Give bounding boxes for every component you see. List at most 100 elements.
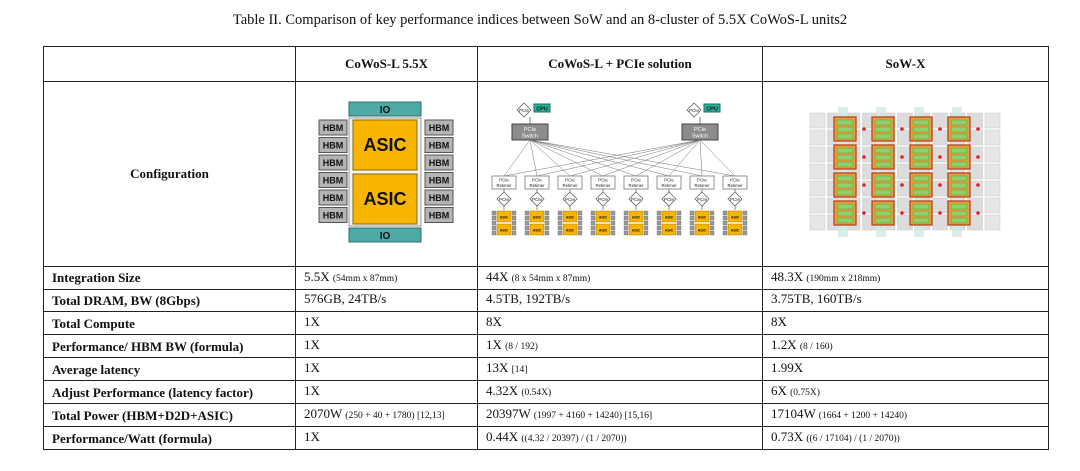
marker-dot <box>975 211 980 216</box>
table-caption: Table II. Comparison of key performance … <box>232 12 848 28</box>
marker-dot <box>899 211 904 216</box>
cell-value: 3.75TB, 160TB/s <box>771 291 862 307</box>
mini-asic-label: ASIC <box>731 216 740 220</box>
pcie-node-label: PCIe <box>598 197 609 202</box>
io-bottom-label: IO <box>379 231 390 242</box>
switch-label-line1: PCIe <box>524 127 536 133</box>
hbm-stack <box>318 189 347 206</box>
row-label: Integration Size <box>43 265 296 290</box>
cell-value: 1X <box>304 360 320 376</box>
sow-compute-module <box>908 144 933 170</box>
hbm-label: HBM <box>322 211 343 221</box>
cell-note: (8 x 54mm x 87mm) <box>511 273 591 284</box>
table-cell: 17104W (1664 + 1200 + 14240) <box>762 403 1049 428</box>
mini-asic-label: ASIC <box>533 229 542 233</box>
wafer-tile <box>931 198 948 214</box>
wafer-tile <box>809 147 825 163</box>
mini-asic-label: ASIC <box>599 229 608 233</box>
sow-compute-module <box>946 200 971 226</box>
marker-dot <box>975 155 980 160</box>
wafer-tile <box>984 215 1000 231</box>
cell-note: (190mm x 218mm) <box>806 273 881 284</box>
table-cell: 2070W (250 + 40 + 1780) [12,13] <box>295 403 478 428</box>
sow-compute-module <box>870 116 895 142</box>
cell-value: 576GB, 24TB/s <box>304 291 387 307</box>
row-label: Performance/ HBM BW (formula) <box>43 334 296 359</box>
cpu-box <box>703 103 721 113</box>
table-cell: 1X (8 / 192) <box>477 334 763 359</box>
marker-dot <box>861 211 866 216</box>
cell-note: (0.75X) <box>790 388 820 399</box>
sow-diagram-cell <box>762 80 1049 267</box>
cell-note: (8 / 160) <box>799 342 833 353</box>
wafer-tile <box>931 113 948 129</box>
interconnect-strip <box>951 107 962 238</box>
retimer-label-line1: PCIe <box>730 178 740 183</box>
hbm-label: HBM <box>428 158 449 168</box>
table-cell: 4.5TB, 192TB/s <box>477 288 763 313</box>
retimer-label-line1: PCIe <box>499 178 509 183</box>
cell-value: 13X <box>486 360 509 376</box>
pcie-node-label: PCIe <box>565 197 576 202</box>
hbm-stack <box>424 189 453 206</box>
table-cell: 1X <box>295 380 478 405</box>
table-cell: 0.73X ((6 / 17104) / (1 / 2070)) <box>762 426 1049 450</box>
marker-dot <box>937 211 942 216</box>
hbm-label: HBM <box>428 193 449 203</box>
sow-compute-module <box>832 200 857 226</box>
table-cell: 13X [14] <box>477 357 763 382</box>
mini-asic-label: ASIC <box>533 216 542 220</box>
mini-asic-label: ASIC <box>500 216 509 220</box>
table-cell: 576GB, 24TB/s <box>295 288 478 313</box>
column-header: CoWoS-L 5.5X <box>295 46 478 82</box>
table-cell: 8X <box>762 311 1049 336</box>
retimer-label-line2: Retimer <box>727 183 743 188</box>
marker-dot <box>937 127 942 132</box>
pcie-node-label: PCIe <box>519 108 530 113</box>
cell-value: 1X <box>304 314 320 330</box>
wafer-tile <box>809 113 825 129</box>
wafer-tile <box>809 164 825 180</box>
marker-dot <box>937 183 942 188</box>
table-cell: 1.2X (8 / 160) <box>762 334 1049 359</box>
table-cell: 4.32X (0.54X) <box>477 380 763 405</box>
cell-value: 1X <box>304 429 320 445</box>
mini-asic-label: ASIC <box>731 229 740 233</box>
mini-asic-label: ASIC <box>566 229 575 233</box>
wafer-tile <box>984 130 1000 146</box>
hbm-stack <box>424 154 453 171</box>
hbm-stack <box>318 119 347 136</box>
pcie-node-label: PCIe <box>499 197 510 202</box>
cell-value: 0.73X <box>771 429 804 445</box>
column-header: CoWoS-L + PCIe solution <box>477 46 763 82</box>
cell-value: 44X <box>486 268 509 284</box>
pcie-node-label: PCIe <box>532 197 543 202</box>
cell-value: 1X <box>486 337 502 353</box>
sow-compute-module <box>908 172 933 198</box>
pcie-node-label: PCIe <box>689 108 700 113</box>
cell-value: 5.5X <box>304 268 330 284</box>
interconnect-strip <box>913 107 924 238</box>
table-cell: 1X <box>295 334 478 359</box>
cell-value: 1X <box>304 337 320 353</box>
configuration-label: Configuration <box>43 80 296 267</box>
row-label: Performance/Watt (formula) <box>43 426 296 450</box>
row-label: Total Power (HBM+D2D+ASIC) <box>43 403 296 428</box>
wafer-tile <box>809 215 825 231</box>
hbm-stack <box>424 137 453 154</box>
table-cell: 5.5X (54mm x 87mm) <box>295 265 478 290</box>
cell-value: 4.32X <box>486 383 519 399</box>
cell-value: 17104W <box>771 406 816 422</box>
pcie-node-label: PCIe <box>730 197 741 202</box>
hbm-label: HBM <box>428 123 449 133</box>
sow-wafer-diagram <box>805 107 1006 238</box>
table-cell: 0.44X ((4.32 / 20397) / (1 / 2070)) <box>477 426 763 450</box>
table-cell: 1X <box>295 357 478 382</box>
